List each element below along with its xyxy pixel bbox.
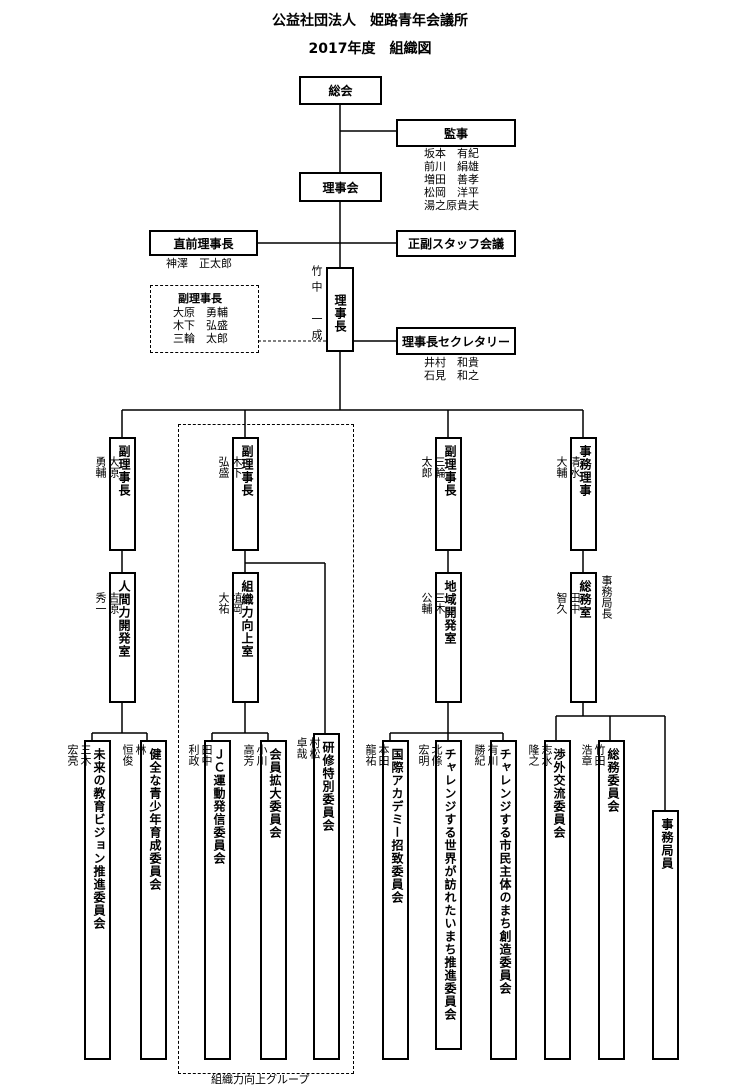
node-chiiki: 地域開発室 bbox=[435, 572, 462, 703]
group-box bbox=[178, 424, 354, 1074]
committee-kaiin-name: 小川 高芳 bbox=[242, 744, 268, 766]
committee-mirai-name: 三木 宏亮 bbox=[66, 744, 92, 766]
node-ningenryoku: 人間力開発室 bbox=[109, 572, 136, 703]
ningenryoku-name: 吉原 秀一 bbox=[94, 592, 120, 614]
committee-mirai: 未来の教育ビジョン推進委員会 bbox=[84, 740, 111, 1060]
committee-kokusai-name: 本田 龍祐 bbox=[364, 744, 390, 766]
node-somu-shitsu: 総務室 bbox=[570, 572, 597, 703]
vice-3-name: 三輪 太郎 bbox=[420, 456, 446, 478]
vice-group-label: 副理事長 bbox=[178, 292, 222, 305]
committee-kenzen-name: 林 恒俊 bbox=[121, 744, 147, 766]
chokuzen-name: 神澤 正太郎 bbox=[166, 257, 232, 270]
committee-kenshu-name: 村松 卓哉 bbox=[295, 737, 321, 759]
rijicho-name: 竹中 一成 bbox=[310, 265, 323, 340]
committee-shimin: チャレンジする市民主体のまち創造委員会 bbox=[490, 740, 517, 1060]
jimu-riji-name: 清水 大輔 bbox=[555, 456, 581, 478]
committee-shogai-name: 志水 隆之 bbox=[527, 744, 553, 766]
node-vice-2: 副理事長 bbox=[232, 437, 259, 551]
committee-jc-undo: ＪＣ運動発信委員会 bbox=[204, 740, 231, 1060]
node-seifuku: 正副スタッフ会議 bbox=[396, 230, 516, 257]
committee-sekai: チャレンジする世界が訪れたいまち推進委員会 bbox=[435, 740, 462, 1050]
committee-kenzen: 健全な青少年育成委員会 bbox=[140, 740, 167, 1060]
node-vice-1: 副理事長 bbox=[109, 437, 136, 551]
node-soshikiryoku: 組織力向上室 bbox=[232, 572, 259, 703]
committee-shimin-name: 有川 勝紀 bbox=[473, 744, 499, 766]
vice-1-name: 大原 勇輔 bbox=[94, 456, 120, 478]
chiiki-name: 三木 公輔 bbox=[420, 592, 446, 614]
soshikiryoku-name: 埴岡 大祐 bbox=[217, 592, 243, 614]
committee-sekai-name: 北條 宏明 bbox=[417, 744, 443, 766]
group-label: 組織力向上グループ bbox=[211, 1073, 310, 1086]
vice-group-box bbox=[150, 285, 259, 353]
committee-jc-undo-name: 田中 利政 bbox=[187, 744, 213, 766]
secretary-members: 井村 和貴 石見 和之 bbox=[424, 356, 479, 382]
node-sokai: 総会 bbox=[299, 76, 382, 105]
somu-shitsu-name: 田中 智久 bbox=[555, 592, 581, 614]
committee-somu-name: 竹田 浩章 bbox=[580, 744, 606, 766]
node-jimu-riji: 事務理事 bbox=[570, 437, 597, 551]
node-rijicho: 理事長 bbox=[326, 267, 354, 352]
node-secretary: 理事長セクレタリー bbox=[396, 327, 516, 355]
committee-shogai: 渉外交流委員会 bbox=[544, 740, 571, 1060]
node-rijikai: 理事会 bbox=[299, 172, 382, 202]
vice-group-members: 大原 勇輔 木下 弘盛 三輪 太郎 bbox=[173, 306, 228, 345]
page-title: 公益社団法人 姫路青年会議所 bbox=[272, 13, 468, 29]
kanji-members: 坂本 有紀 前川 絹雄 増田 善孝 松岡 洋平 湯之原貴夫 bbox=[424, 147, 479, 212]
vice-2-name: 木下 弘盛 bbox=[217, 456, 243, 478]
node-jimukyokuin: 事務局員 bbox=[652, 810, 679, 1060]
node-kanji: 監事 bbox=[396, 119, 516, 147]
jimukyokucho-role: 事務局長 bbox=[600, 575, 613, 619]
page-subtitle: 2017年度 組織図 bbox=[308, 41, 432, 57]
node-chokuzen: 直前理事長 bbox=[149, 230, 258, 256]
node-vice-3: 副理事長 bbox=[435, 437, 462, 551]
committee-kaiin: 会員拡大委員会 bbox=[260, 740, 287, 1060]
committee-somu: 総務委員会 bbox=[598, 740, 625, 1060]
committee-kenshu: 研修特別委員会 bbox=[313, 733, 340, 1060]
committee-kokusai: 国際アカデミー招致委員会 bbox=[382, 740, 409, 1060]
